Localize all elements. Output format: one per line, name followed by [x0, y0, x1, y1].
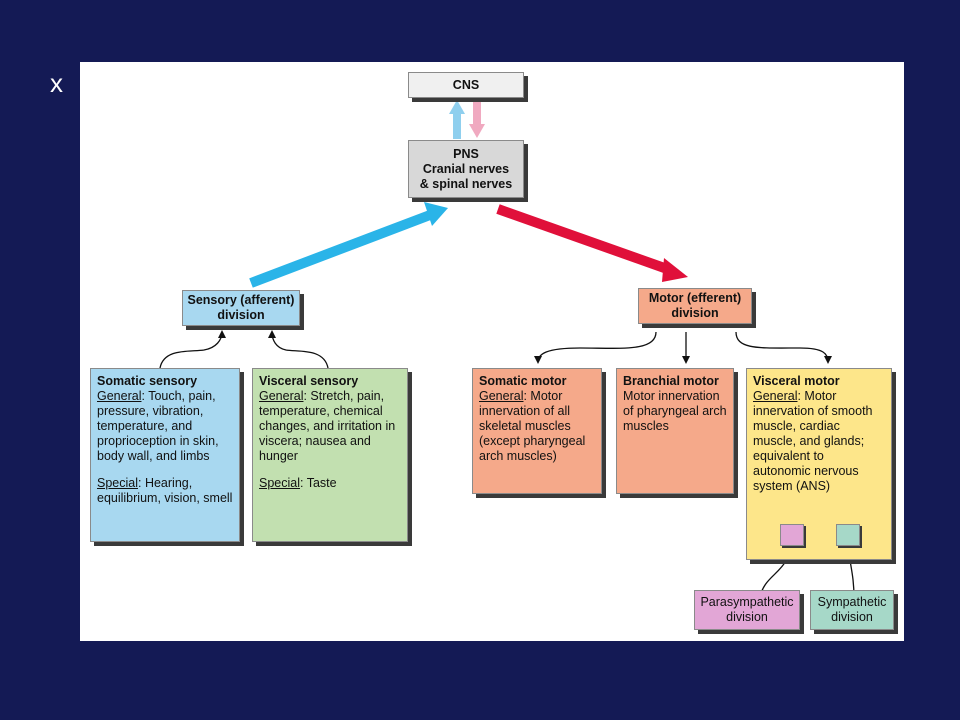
slide-marker: x — [50, 68, 63, 98]
cns-label: CNS — [452, 78, 480, 92]
sensory-division-line2: division — [217, 308, 265, 322]
pns-title: PNS — [453, 147, 479, 161]
parasympathetic-line1: Parasympathetic — [700, 595, 794, 609]
pns-box: PNS Cranial nerves & spinal nerves — [408, 140, 524, 198]
visceral-sensory-special: Special: Taste — [259, 476, 401, 491]
branchial-motor-title: Branchial motor — [623, 374, 719, 388]
cns-box: CNS — [408, 72, 524, 98]
visceral-motor-title: Visceral motor — [753, 374, 840, 388]
sensory-division-box: Sensory (afferent) division — [182, 290, 300, 326]
somatic-motor-general: General: Motor innervation of all skelet… — [479, 389, 595, 464]
visceral-sensory-box: Visceral sensory General: Stretch, pain,… — [252, 368, 408, 542]
pns-line2: Cranial nerves — [422, 162, 510, 176]
visceral-motor-box: Visceral motor General: Motor innervatio… — [746, 368, 892, 560]
cns-pns-arrows — [449, 100, 485, 139]
sympathetic-line1: Sympathetic — [817, 595, 887, 609]
somatic-sensory-title: Somatic sensory — [97, 374, 198, 388]
parasympathetic-line2: division — [726, 610, 768, 624]
pns-to-motor-arrow — [496, 204, 688, 282]
somatic-motor-title: Somatic motor — [479, 374, 567, 388]
motor-division-line1: Motor (efferent) — [648, 291, 742, 305]
sympathetic-division-box: Sympathetic division — [810, 590, 894, 630]
sensory-to-pns-arrow — [249, 202, 448, 288]
parasympathetic-division-box: Parasympathetic division — [694, 590, 800, 630]
special-text: : Hearing, equilibrium, vision, smell — [97, 476, 233, 505]
sympathetic-line2: division — [831, 610, 873, 624]
general-text: : Stretch, pain, temperature, chemical c… — [259, 389, 396, 463]
visceral-to-sensory-connector — [268, 330, 329, 369]
motor-to-visceral-connector — [735, 331, 832, 364]
branchial-motor-box: Branchial motor Motor innervation of pha… — [616, 368, 734, 494]
motor-division-line2: division — [671, 306, 719, 320]
general-label: General — [479, 389, 524, 403]
special-text: : Taste — [300, 476, 337, 490]
pns-line3: & spinal nerves — [419, 177, 513, 191]
diagram-panel: CNS PNS Cranial nerves & spinal nerves S… — [80, 62, 904, 641]
visceral-sensory-title: Visceral sensory — [259, 374, 359, 388]
visceral-motor-general: General: Motor innervation of smooth mus… — [753, 389, 885, 494]
general-text: : Touch, pain, pressure, vibration, temp… — [97, 389, 219, 463]
special-label: Special — [97, 476, 138, 490]
branchial-motor-text: Motor innervation of pharyngeal arch mus… — [623, 389, 727, 433]
motor-to-somatic-connector — [534, 331, 657, 364]
motor-division-box: Motor (efferent) division — [638, 288, 752, 324]
somatic-to-sensory-connector — [159, 330, 226, 369]
somatic-sensory-special: Special: Hearing, equilibrium, vision, s… — [97, 476, 233, 506]
somatic-motor-box: Somatic motor General: Motor innervation… — [472, 368, 602, 494]
somatic-sensory-general: General: Touch, pain, pressure, vibratio… — [97, 389, 233, 464]
general-text: : Motor innervation of smooth muscle, ca… — [753, 389, 873, 493]
general-label: General — [97, 389, 142, 403]
visceral-sensory-general: General: Stretch, pain, temperature, che… — [259, 389, 401, 464]
general-text: : Motor innervation of all skeletal musc… — [479, 389, 586, 463]
special-label: Special — [259, 476, 300, 490]
somatic-sensory-box: Somatic sensory General: Touch, pain, pr… — [90, 368, 240, 542]
sympathetic-marker — [836, 524, 860, 546]
parasympathetic-marker — [780, 524, 804, 546]
sensory-division-line1: Sensory (afferent) — [187, 293, 295, 307]
general-label: General — [259, 389, 304, 403]
general-label: General — [753, 389, 798, 403]
